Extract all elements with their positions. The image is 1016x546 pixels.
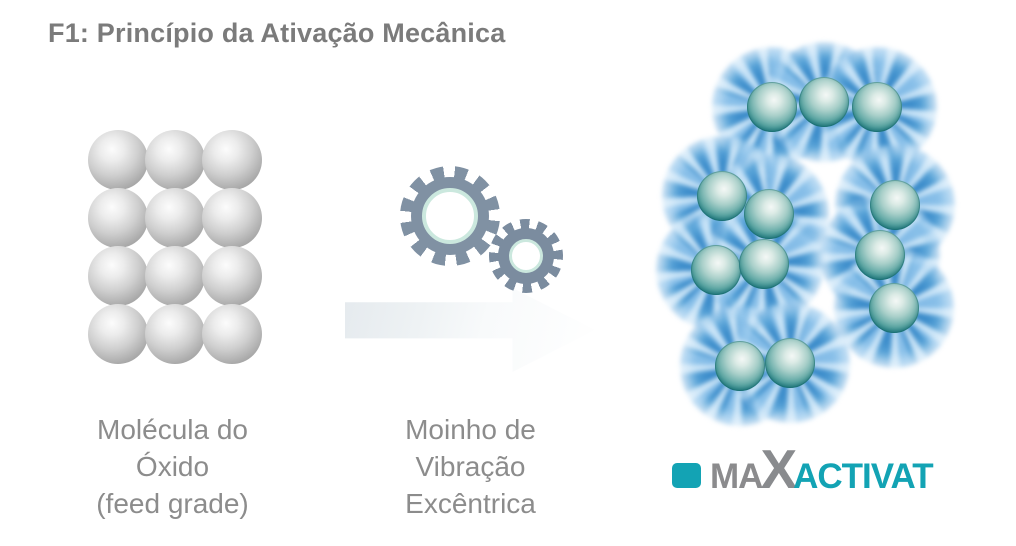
brand-logo: MA X ACTIVAT xyxy=(672,438,934,500)
activated-sphere xyxy=(855,230,905,280)
feed-sphere xyxy=(202,304,262,364)
gear-large-icon xyxy=(400,166,500,266)
activated-sphere xyxy=(870,180,920,230)
feed-sphere xyxy=(202,246,262,306)
activated-sphere xyxy=(747,82,797,132)
feed-sphere xyxy=(88,130,148,190)
gear-small-icon xyxy=(489,219,563,293)
feed-sphere xyxy=(145,246,205,306)
feed-label: Molécula do Óxido (feed grade) xyxy=(96,414,249,519)
activated-sphere xyxy=(852,82,902,132)
feed-sphere xyxy=(145,130,205,190)
feed-sphere xyxy=(202,188,262,248)
diagram-title: F1: Princípio da Ativação Mecânica xyxy=(48,18,506,48)
logo-text-gray: MA xyxy=(710,457,763,496)
gear-hole xyxy=(422,188,478,244)
logo-square-mark xyxy=(672,463,701,488)
gear-hole xyxy=(509,239,543,273)
activated-sphere xyxy=(765,338,815,388)
feed-sphere xyxy=(88,246,148,306)
activated-sphere xyxy=(869,283,919,333)
feed-sphere xyxy=(88,188,148,248)
activated-sphere xyxy=(691,245,741,295)
activated-sphere xyxy=(739,239,789,289)
activated-sphere xyxy=(697,171,747,221)
activated-sphere xyxy=(799,77,849,127)
feed-sphere xyxy=(202,130,262,190)
feed-sphere xyxy=(145,304,205,364)
logo-text-x: X xyxy=(760,438,797,500)
logo-text-teal: ACTIVAT xyxy=(793,457,933,496)
mill-label: Moinho de Vibração Excêntrica xyxy=(405,414,536,519)
activated-sphere xyxy=(744,189,794,239)
feed-sphere xyxy=(88,304,148,364)
feed-sphere xyxy=(145,188,205,248)
activated-sphere xyxy=(715,341,765,391)
